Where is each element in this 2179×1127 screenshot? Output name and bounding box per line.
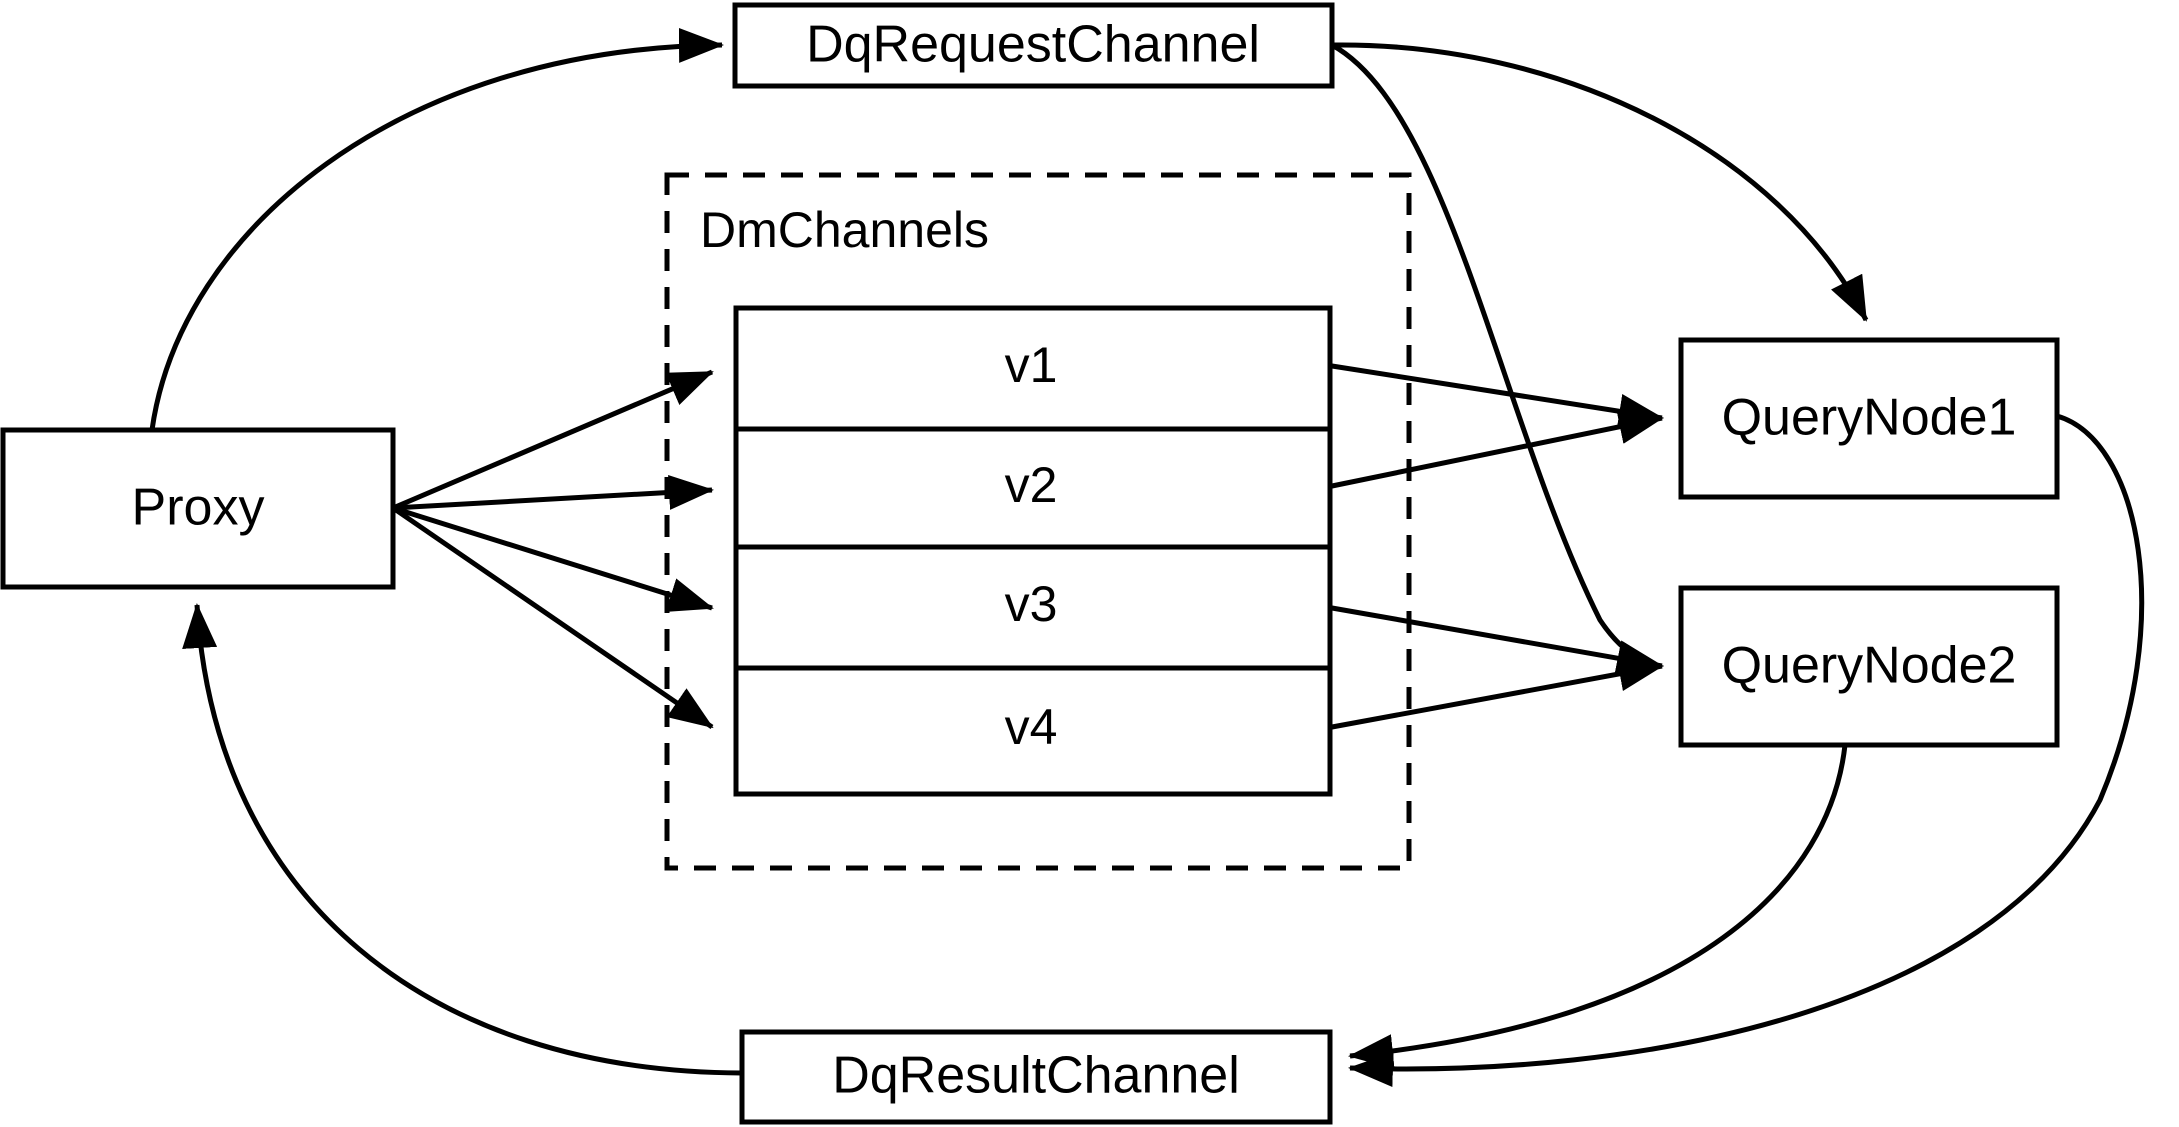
node-dqresultchannel[interactable] — [739, 1029, 1333, 1125]
edge-v1-to-querynode1 — [1331, 363, 1664, 429]
edge-querynode1-to-dqresultchannel — [1348, 413, 2145, 1087]
edge-proxy-to-v2 — [392, 474, 714, 511]
channel-row-v2: v2 — [1005, 457, 1058, 513]
node-dqresultchannel-label: DqResultChannel — [832, 1047, 1240, 1105]
channel-row-v4: v4 — [1005, 699, 1058, 755]
node-dqrequestchannel-label: DqRequestChannel — [806, 16, 1260, 74]
node-querynode1[interactable] — [1678, 337, 2060, 500]
node-querynode2[interactable] — [1678, 585, 2060, 748]
node-proxy-label: Proxy — [132, 479, 265, 537]
dmchannels-group-box — [664, 172, 1412, 871]
node-proxy[interactable] — [0, 427, 396, 590]
edge-v4-to-querynode2 — [1331, 656, 1664, 730]
edge-proxy-to-dqrequestchannel — [149, 27, 724, 431]
edge-querynode2-to-dqresultchannel — [1348, 744, 1848, 1069]
dmchannels-table — [733, 305, 1333, 797]
node-querynode1-label: QueryNode1 — [1722, 389, 2017, 447]
edge-dqrequestchannel-to-querynode2 — [1330, 42, 1662, 675]
node-querynode2-label: QueryNode2 — [1722, 637, 2017, 695]
edge-proxy-to-v1 — [392, 369, 714, 511]
edge-proxy-to-v4 — [391, 505, 714, 730]
edge-dqrequestchannel-to-querynode1 — [1331, 42, 1869, 322]
edge-dqresultchannel-to-proxy — [182, 603, 743, 1076]
node-dqrequestchannel[interactable] — [732, 2, 1335, 89]
edge-v3-to-querynode2 — [1331, 605, 1664, 676]
edge-proxy-to-v3 — [392, 505, 714, 612]
edge-v2-to-querynode1 — [1331, 409, 1664, 489]
channel-row-v3: v3 — [1005, 576, 1058, 632]
dmchannels-group-label: DmChannels — [700, 202, 989, 258]
channel-row-v1: v1 — [1005, 337, 1058, 393]
